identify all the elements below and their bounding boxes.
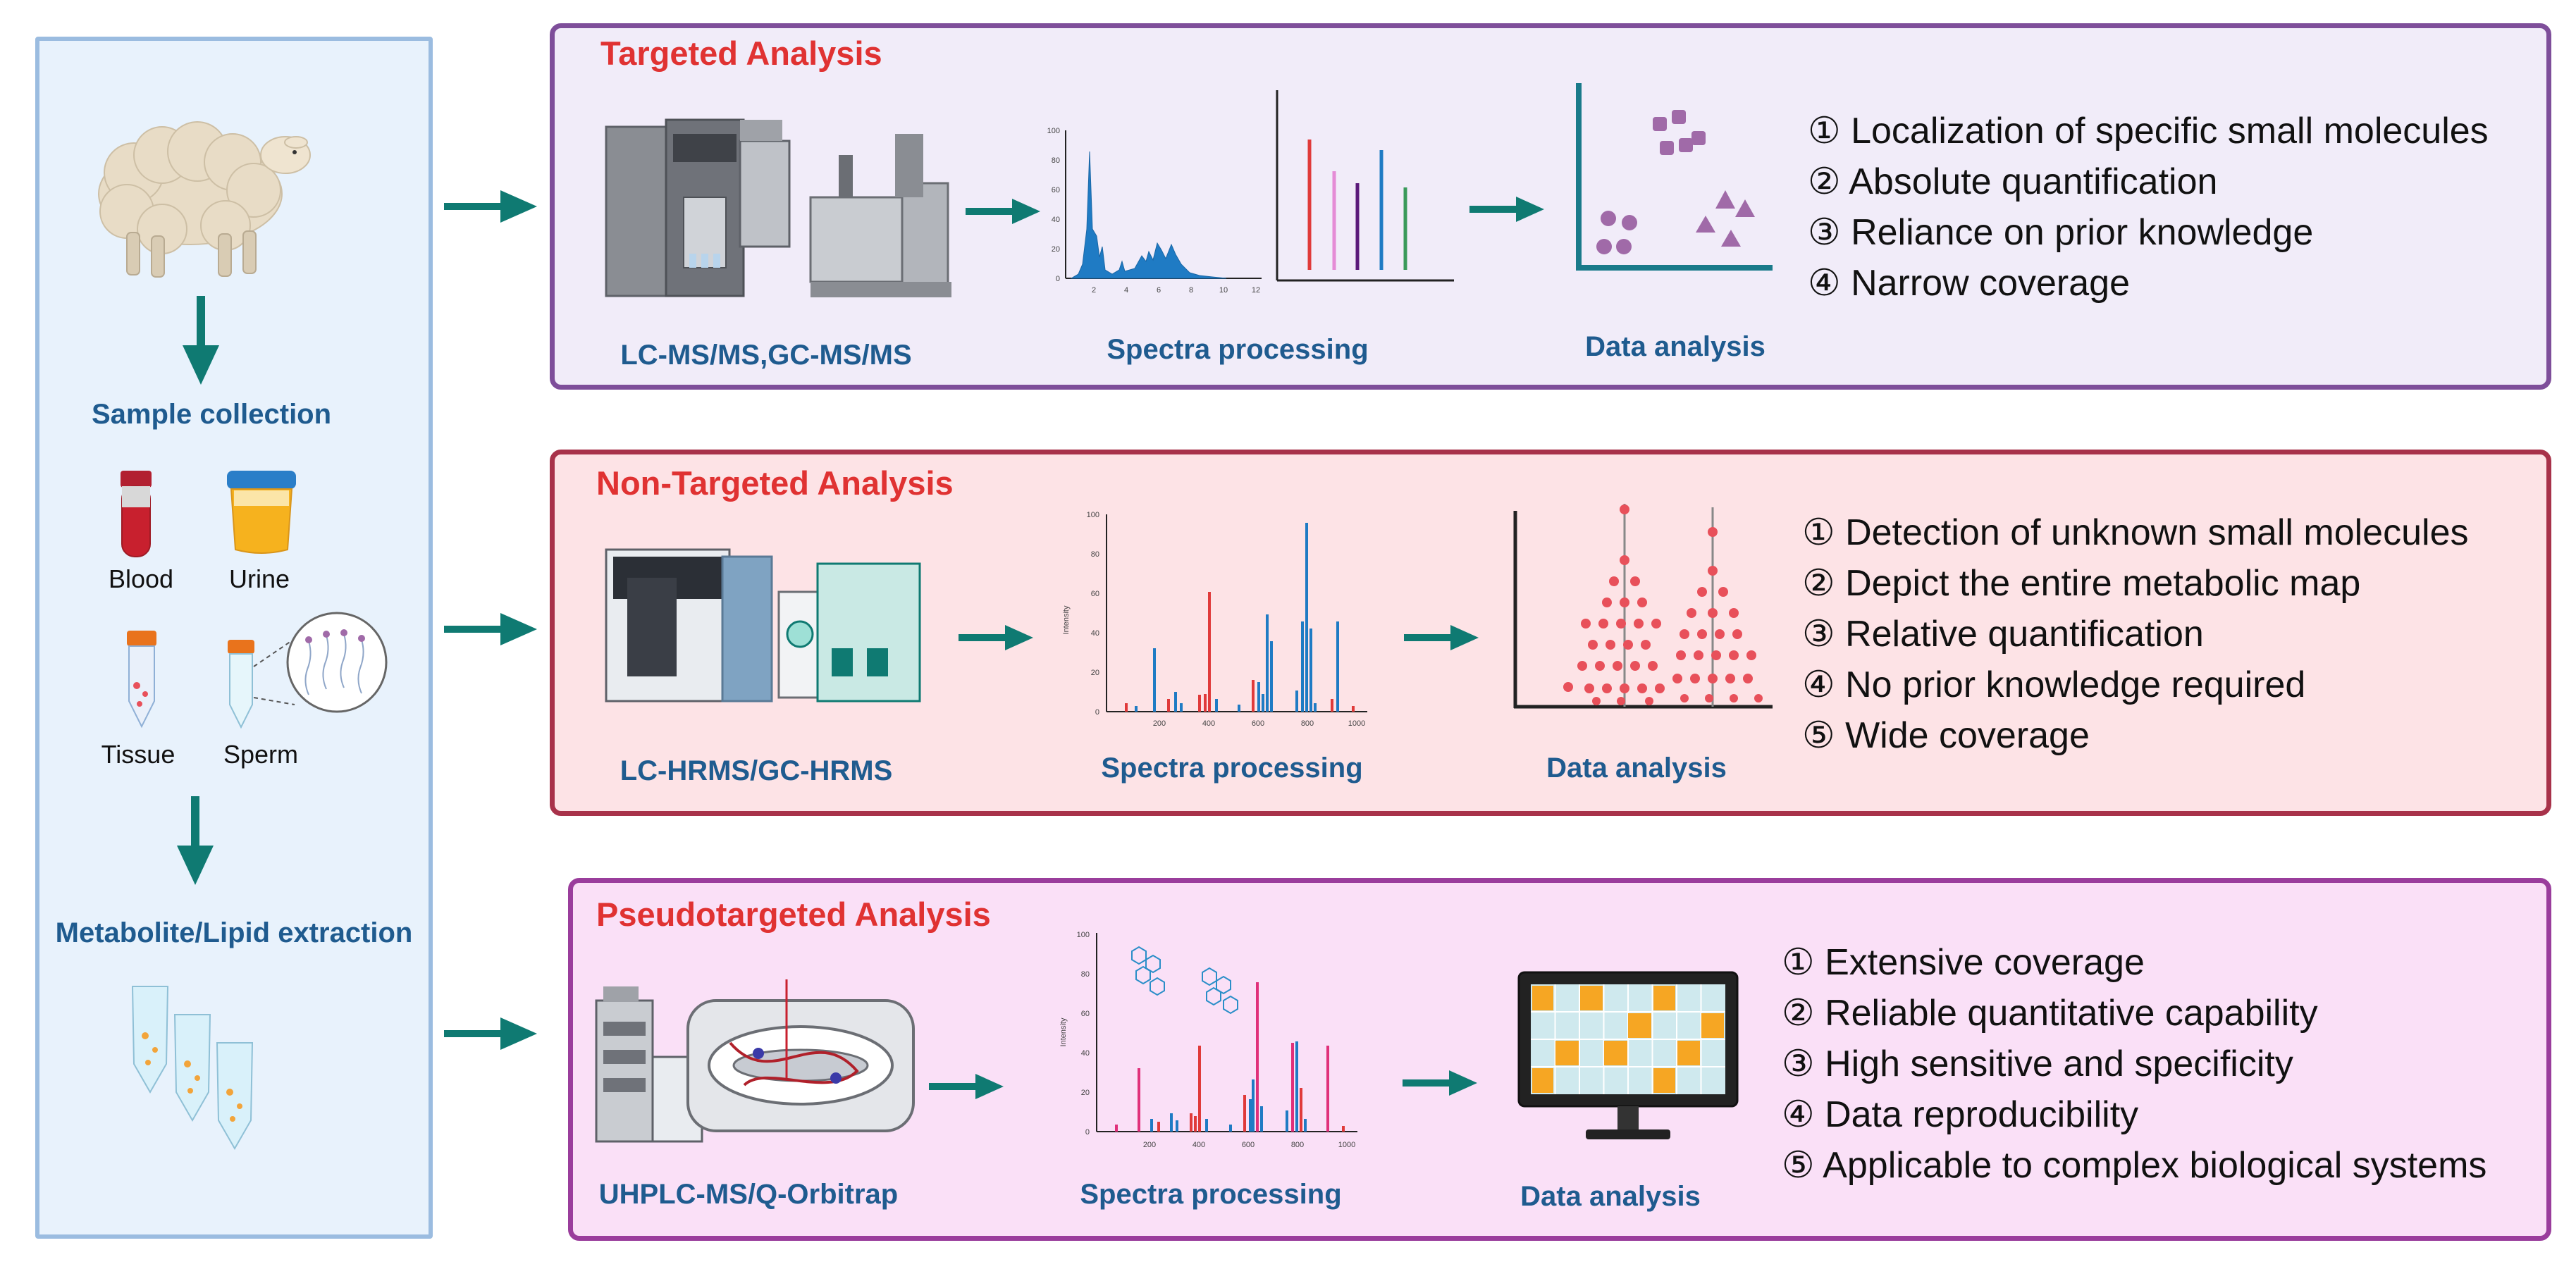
y-tick-label: 0 [1085, 1128, 1090, 1137]
extraction-label: Metabolite/Lipid extraction [55, 917, 413, 948]
feature-item: ③ Reliance on prior knowledge [1808, 212, 2314, 253]
y-tick-label: 100 [1047, 127, 1060, 135]
x-tick-label: 6 [1157, 286, 1161, 295]
pseudotargeted-instrument-label: UHPLC-MS/Q-Orbitrap [598, 1179, 899, 1210]
y-axis-label: Intensity [1059, 1017, 1068, 1046]
cluster-scatter-chart [1576, 83, 1773, 271]
feature-item: ③ High sensitive and specificity [1782, 1044, 2293, 1084]
blood-tube-icon [121, 471, 152, 557]
y-tick-label: 100 [1077, 931, 1090, 939]
x-tick-label: 8 [1189, 286, 1193, 295]
right-arrow-icon [959, 625, 1033, 650]
nontargeted-title: Non-Targeted Analysis [596, 464, 954, 502]
y-tick-label: 80 [1081, 970, 1090, 979]
x-tick-label: 600 [1242, 1141, 1255, 1149]
y-tick-label: 20 [1091, 669, 1099, 677]
down-arrow-icon [183, 296, 219, 385]
y-tick-label: 40 [1081, 1049, 1090, 1058]
sample-label-tissue: Tissue [101, 740, 175, 769]
x-tick-label: 400 [1202, 719, 1215, 728]
y-tick-label: 60 [1052, 186, 1060, 194]
chromatogram-chart: 0 20 40 60 80 100 2 4 6 8 10 12 [1047, 127, 1262, 295]
feature-item: ④ Data reproducibility [1782, 1094, 2139, 1135]
monitor-heatmap-icon [1517, 971, 1739, 1139]
pseudotargeted-spectra-label: Spectra processing [1080, 1179, 1342, 1210]
nontargeted-data-label: Data analysis [1546, 753, 1727, 784]
y-tick-label: 80 [1091, 550, 1099, 559]
x-tick-label: 1000 [1348, 719, 1365, 728]
x-tick-label: 10 [1219, 286, 1228, 295]
right-arrow-icon [1469, 197, 1544, 222]
urine-cup-icon [227, 471, 296, 554]
y-tick-label: 0 [1056, 275, 1060, 283]
hrms-instrument-icon [605, 548, 921, 702]
y-tick-label: 40 [1052, 216, 1060, 224]
down-arrow-icon [177, 796, 214, 885]
y-tick-label: 20 [1081, 1089, 1090, 1097]
feature-item: ② Reliable quantitative capability [1782, 993, 2318, 1034]
right-arrow-icon [444, 613, 537, 645]
y-tick-label: 60 [1081, 1010, 1090, 1018]
x-tick-label: 200 [1153, 719, 1166, 728]
lc-ms-instrument-icon [605, 118, 951, 297]
x-tick-label: 800 [1301, 719, 1314, 728]
right-arrow-icon [929, 1074, 1004, 1099]
sample-label-blood: Blood [108, 564, 174, 593]
x-tick-label: 2 [1092, 286, 1096, 295]
right-arrow-icon [444, 1017, 537, 1050]
targeted-spectra-label: Spectra processing [1107, 334, 1369, 365]
right-arrow-icon [966, 199, 1040, 224]
sample-label-sperm: Sperm [223, 740, 299, 769]
extraction-tubes-icon [131, 986, 254, 1151]
pseudotargeted-title: Pseudotargeted Analysis [596, 896, 991, 933]
pseudotargeted-data-label: Data analysis [1520, 1181, 1701, 1212]
y-tick-label: 20 [1052, 245, 1060, 254]
nontargeted-instrument-label: LC-HRMS/GC-HRMS [620, 755, 893, 786]
mass-spectrum-chart: Intensity 0 20 40 60 80 100 200 400 600 … [1059, 931, 1357, 1149]
y-axis-label: Intensity [1062, 605, 1071, 634]
orbitrap-instrument-icon [595, 979, 915, 1143]
extracted-ion-chart [1276, 90, 1454, 282]
pseudotargeted-features-list: ① Extensive coverage ② Reliable quantita… [1782, 937, 2486, 1191]
feature-item: ① Extensive coverage [1782, 942, 2145, 983]
dot-distribution-chart [1513, 504, 1773, 709]
right-arrow-icon [1404, 625, 1479, 650]
feature-item: ④ Narrow coverage [1808, 263, 2131, 304]
feature-item: ② Absolute quantification [1808, 161, 2218, 202]
feature-item: ③ Relative quantification [1802, 614, 2204, 655]
x-tick-label: 400 [1193, 1141, 1205, 1149]
targeted-features-list: ① Localization of specific small molecul… [1808, 106, 2489, 309]
targeted-data-label: Data analysis [1585, 331, 1765, 362]
y-tick-label: 100 [1087, 511, 1099, 519]
x-tick-label: 600 [1252, 719, 1264, 728]
y-tick-label: 40 [1091, 629, 1099, 638]
right-arrow-icon [444, 190, 537, 223]
mass-spectrum-chart: Intensity 0 20 40 60 80 100 200 400 600 … [1062, 511, 1367, 728]
y-tick-label: 0 [1095, 708, 1099, 717]
sheep-icon [98, 121, 311, 278]
feature-item: ① Localization of specific small molecul… [1808, 111, 2489, 151]
feature-item: ② Depict the entire metabolic map [1802, 563, 2361, 604]
nontargeted-spectra-label: Spectra processing [1101, 753, 1363, 784]
tissue-tube-icon [127, 631, 156, 729]
sample-label-urine: Urine [228, 564, 290, 593]
x-tick-label: 800 [1291, 1141, 1304, 1149]
targeted-title: Targeted Analysis [600, 35, 882, 72]
y-tick-label: 60 [1091, 590, 1099, 598]
x-tick-label: 4 [1124, 286, 1128, 295]
y-tick-label: 80 [1052, 156, 1060, 165]
sample-collection-label: Sample collection [91, 399, 332, 430]
feature-item: ⑤ Applicable to complex biological syste… [1782, 1145, 2487, 1186]
feature-item: ④ No prior knowledge required [1802, 664, 2306, 705]
feature-item: ⑤ Wide coverage [1802, 715, 2090, 756]
sperm-sample-icon [228, 612, 388, 729]
x-tick-label: 1000 [1338, 1141, 1355, 1149]
x-tick-label: 200 [1143, 1141, 1156, 1149]
targeted-instrument-label: LC-MS/MS,GC-MS/MS [620, 340, 912, 371]
nontargeted-features-list: ① Detection of unknown small molecules ②… [1802, 507, 2469, 761]
x-tick-label: 12 [1252, 286, 1260, 295]
feature-item: ① Detection of unknown small molecules [1802, 512, 2469, 553]
right-arrow-icon [1403, 1070, 1477, 1096]
